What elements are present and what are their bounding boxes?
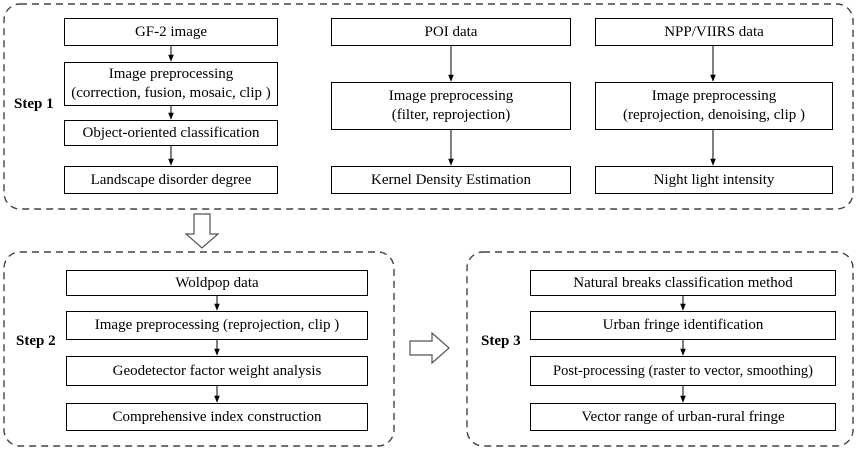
gf2-image-box: GF-2 image xyxy=(64,18,278,46)
image-preprocessing-viirs-box: Image preprocessing (reprojection, denoi… xyxy=(595,82,833,130)
step2-label: Step 2 xyxy=(16,333,56,349)
kernel-density-estimation-box: Kernel Density Estimation xyxy=(331,166,571,194)
poi-data-box: POI data xyxy=(331,18,571,46)
landscape-disorder-degree-box: Landscape disorder degree xyxy=(64,166,278,194)
comprehensive-index-construction-box: Comprehensive index construction xyxy=(66,403,368,431)
image-preprocessing-woldpop-box: Image preprocessing (reprojection, clip … xyxy=(66,311,368,340)
hollow-right-arrow xyxy=(409,331,450,365)
step2-container xyxy=(3,251,395,447)
step1-label: Step 1 xyxy=(14,96,54,112)
post-processing-box: Post-processing (raster to vector, smoot… xyxy=(530,356,836,386)
step1-container xyxy=(3,3,854,210)
natural-breaks-classification-box: Natural breaks classification method xyxy=(530,270,836,296)
geodetector-factor-weight-box: Geodetector factor weight analysis xyxy=(66,356,368,386)
vector-range-urban-rural-fringe-box: Vector range of urban-rural fringe xyxy=(530,403,836,431)
object-oriented-classification-box: Object-oriented classification xyxy=(64,120,278,146)
image-preprocessing-gf2-box: Image preprocessing (correction, fusion,… xyxy=(64,62,278,106)
image-preprocessing-poi-box: Image preprocessing (filter, reprojectio… xyxy=(331,82,571,130)
urban-fringe-identification-box: Urban fringe identification xyxy=(530,311,836,340)
hollow-down-arrow xyxy=(184,213,220,249)
woldpop-data-box: Woldpop data xyxy=(66,270,368,296)
npp-viirs-data-box: NPP/VIIRS data xyxy=(595,18,833,46)
night-light-intensity-box: Night light intensity xyxy=(595,166,833,194)
step3-container xyxy=(466,251,854,447)
step3-label: Step 3 xyxy=(481,333,521,349)
